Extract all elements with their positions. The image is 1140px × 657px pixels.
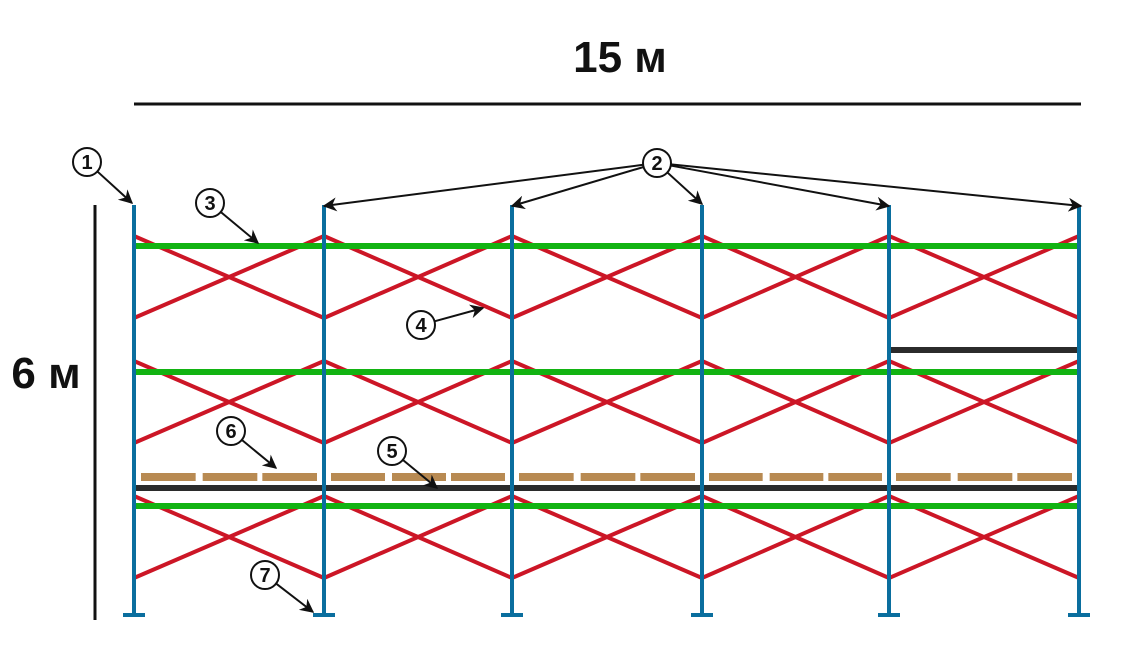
deck-plank	[451, 473, 505, 481]
deck-plank	[141, 473, 196, 481]
height-dimension-label: 6 м	[11, 349, 80, 398]
width-dimension-label: 15 м	[573, 33, 667, 82]
cross-brace	[133, 494, 325, 580]
cross-brace	[323, 494, 513, 580]
callout-arrow	[670, 164, 891, 211]
cross-brace	[133, 234, 325, 320]
callout-number: 1	[81, 152, 92, 174]
cross-brace	[511, 494, 703, 580]
deck-plank	[331, 473, 385, 481]
callout-number: 7	[259, 565, 270, 587]
callout-arrow	[434, 304, 485, 323]
cross-brace	[701, 494, 890, 580]
callout-circle	[216, 416, 246, 446]
callout-circle	[250, 560, 280, 590]
cross-brace	[701, 234, 890, 320]
deck-plank	[519, 473, 574, 481]
callout-arrow	[241, 439, 278, 469]
callout-number: 3	[204, 193, 215, 215]
cross-brace	[323, 234, 513, 320]
cross-brace	[888, 494, 1080, 580]
cross-brace	[888, 234, 1080, 320]
deck-plank	[262, 473, 317, 481]
callout-arrow	[220, 211, 260, 244]
deck-plank	[709, 473, 763, 481]
deck-plank	[392, 473, 446, 481]
callout-circle	[72, 147, 102, 177]
callout-number: 4	[415, 315, 427, 337]
callout-number: 2	[651, 153, 662, 175]
callout-circle	[377, 436, 407, 466]
callout-arrow	[666, 171, 704, 205]
deck-plank	[828, 473, 882, 481]
callout-arrow	[96, 170, 134, 204]
deck-plank	[896, 473, 951, 481]
callout-circle	[195, 188, 225, 218]
callout-arrow	[402, 459, 439, 489]
deck-plank	[957, 473, 1013, 481]
deck-plank	[580, 473, 636, 481]
deck-plank	[769, 473, 824, 481]
callout-circle	[406, 310, 436, 340]
callout-arrow	[510, 166, 644, 210]
callout-number: 5	[386, 441, 397, 463]
cross-brace	[511, 234, 703, 320]
callout-number: 6	[225, 421, 236, 443]
callout-arrow	[670, 163, 1083, 212]
deck-plank	[202, 473, 258, 481]
deck-plank	[1017, 473, 1072, 481]
callout-arrow	[275, 582, 315, 613]
callout-circle	[642, 148, 672, 178]
callout-arrow	[322, 163, 644, 212]
deck-plank	[640, 473, 695, 481]
